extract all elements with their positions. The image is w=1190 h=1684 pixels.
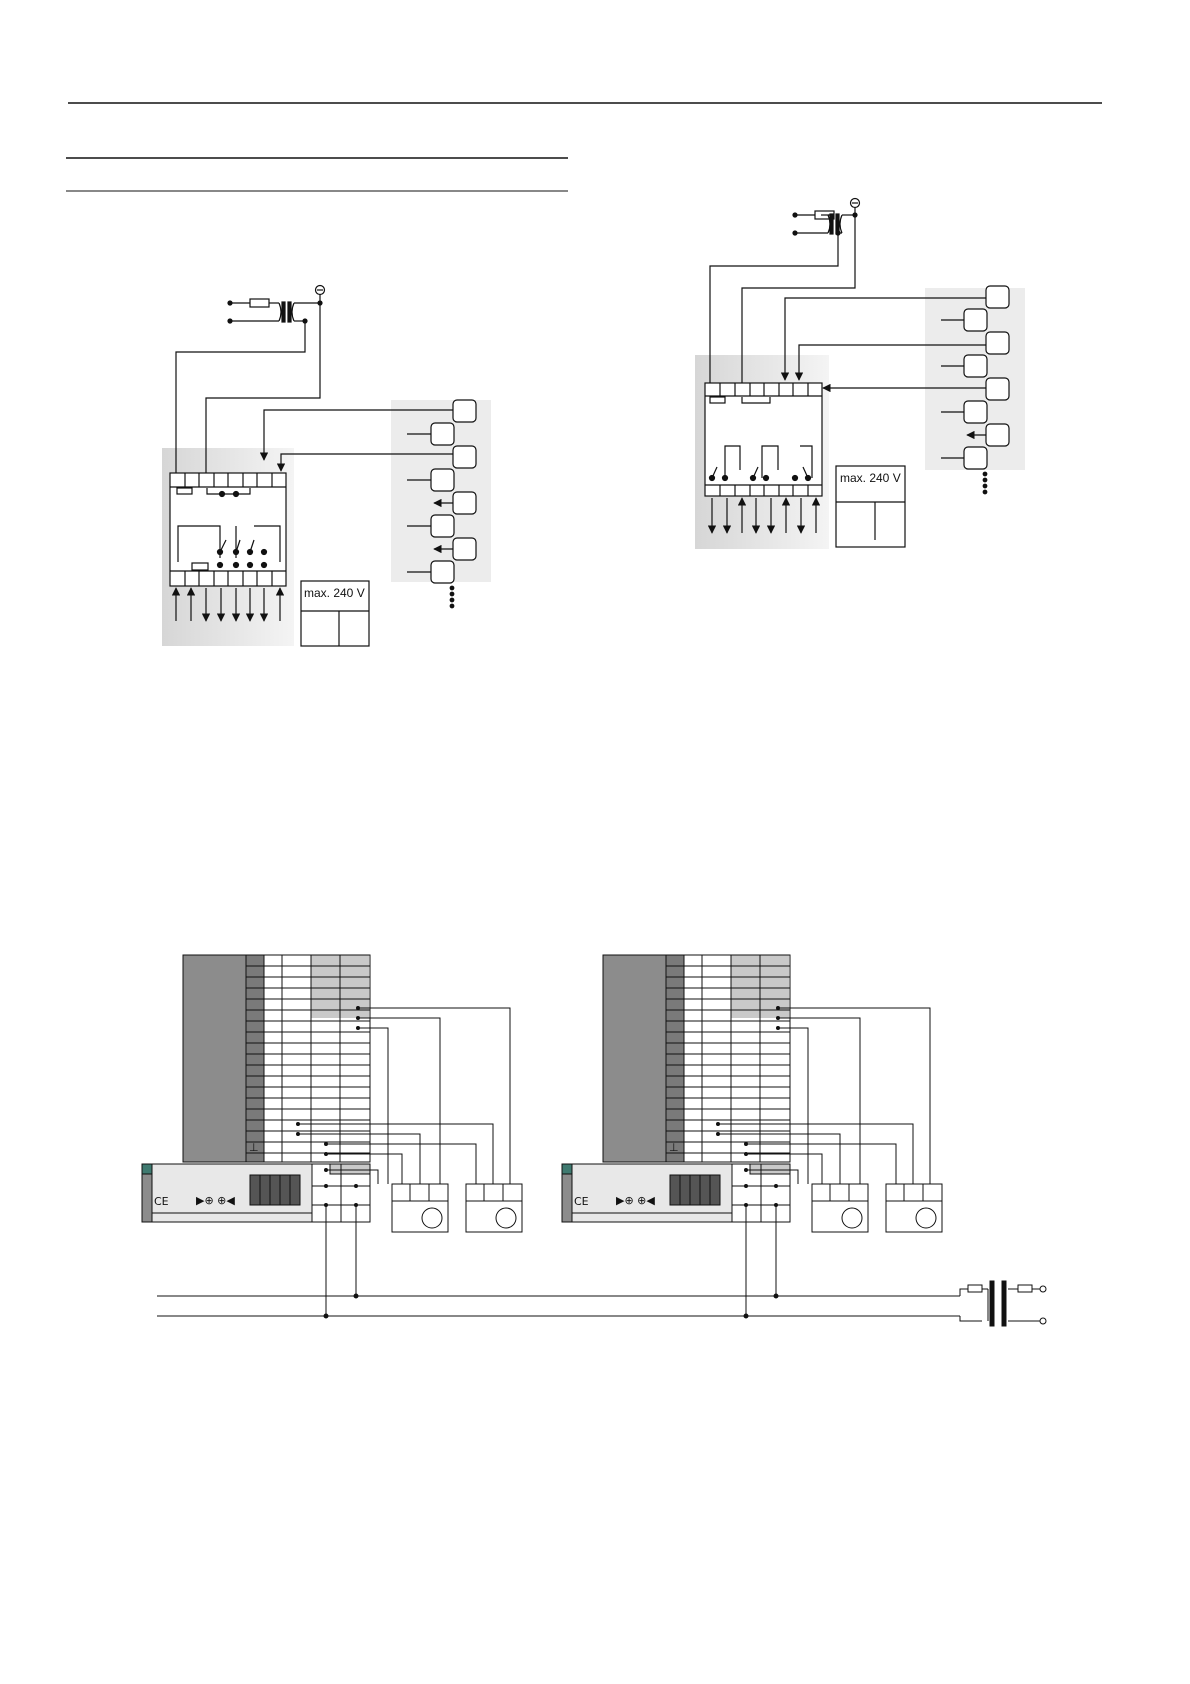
supply-bus xyxy=(157,1281,1046,1326)
ground-mark-left: ⊥ xyxy=(249,1141,259,1154)
controller-unit-2 xyxy=(705,383,822,496)
cabinet-left xyxy=(142,955,522,1316)
ce-mark-left: CE xyxy=(154,1195,169,1208)
transformer-symbol-2 xyxy=(793,199,860,236)
wiring-diagram-2 xyxy=(695,199,1025,550)
transformer-symbol-1 xyxy=(228,286,325,324)
ground-mark-right: ⊥ xyxy=(669,1141,679,1154)
module-symbol-left: ▶⊕ ⊕◀ xyxy=(196,1194,235,1207)
installation-drawing xyxy=(142,955,1046,1326)
ce-mark-right: CE xyxy=(574,1195,589,1208)
controller-unit-1 xyxy=(170,473,286,586)
header-rules xyxy=(66,103,1102,191)
rating-label-2: max. 240 V xyxy=(840,471,901,485)
module-symbol-right: ▶⊕ ⊕◀ xyxy=(616,1194,655,1207)
rating-label-1: max. 240 V xyxy=(304,586,365,600)
cabinet-right xyxy=(562,955,942,1316)
